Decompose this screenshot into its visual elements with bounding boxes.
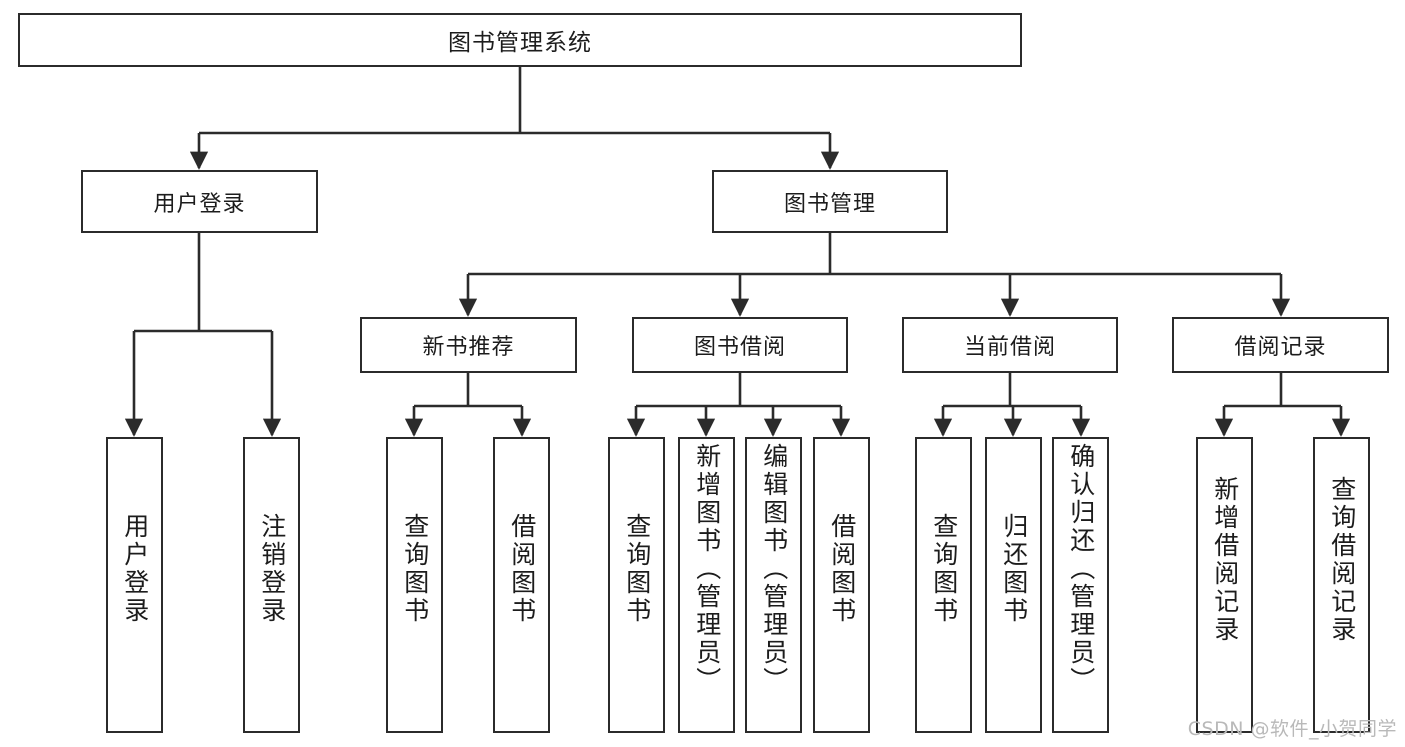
- leaf-borrow-book-new[interactable]: 借阅图书: [493, 437, 550, 733]
- node-user-login[interactable]: 用户登录: [81, 170, 318, 233]
- leaf-user-login[interactable]: 用户登录: [106, 437, 163, 733]
- node-label: 查询借阅记录: [1327, 476, 1356, 644]
- node-book-management[interactable]: 图书管理: [712, 170, 948, 233]
- node-label: 新增借阅记录: [1210, 476, 1239, 644]
- node-label: 查询图书: [622, 513, 651, 625]
- node-book-borrow[interactable]: 图书借阅: [632, 317, 848, 373]
- leaf-edit-book-admin[interactable]: 编辑图书（管理员）: [745, 437, 802, 733]
- node-borrow-record[interactable]: 借阅记录: [1172, 317, 1389, 373]
- node-label: 借阅图书: [507, 513, 536, 625]
- node-label: 用户登录: [120, 513, 149, 625]
- node-new-book-recommend[interactable]: 新书推荐: [360, 317, 577, 373]
- leaf-borrow-book[interactable]: 借阅图书: [813, 437, 870, 733]
- node-label: 确认归还（管理员）: [1066, 443, 1095, 695]
- node-root-system[interactable]: 图书管理系统: [18, 13, 1022, 67]
- leaf-return-book[interactable]: 归还图书: [985, 437, 1042, 733]
- node-label: 新书推荐: [422, 334, 515, 359]
- node-label: 查询图书: [929, 513, 958, 625]
- node-label: 图书管理系统: [448, 29, 592, 55]
- node-label: 借阅图书: [827, 513, 856, 625]
- watermark-text: CSDN @软件_小贺同学: [1187, 718, 1397, 740]
- node-label: 查询图书: [400, 513, 429, 625]
- node-label: 编辑图书（管理员）: [759, 443, 788, 695]
- leaf-logout[interactable]: 注销登录: [243, 437, 300, 733]
- leaf-query-book-borrow[interactable]: 查询图书: [608, 437, 665, 733]
- leaf-query-book-current[interactable]: 查询图书: [915, 437, 972, 733]
- leaf-add-book-admin[interactable]: 新增图书（管理员）: [678, 437, 735, 733]
- leaf-add-borrow-record[interactable]: 新增借阅记录: [1196, 437, 1253, 733]
- node-label: 注销登录: [257, 513, 286, 625]
- node-label: 用户登录: [153, 190, 246, 216]
- node-label: 归还图书: [999, 513, 1028, 625]
- node-label: 新增图书（管理员）: [692, 443, 721, 695]
- node-label: 当前借阅: [963, 334, 1056, 359]
- leaf-query-book-new[interactable]: 查询图书: [386, 437, 443, 733]
- node-label: 图书管理: [783, 190, 876, 216]
- leaf-query-borrow-record[interactable]: 查询借阅记录: [1313, 437, 1370, 733]
- leaf-confirm-return-admin[interactable]: 确认归还（管理员）: [1052, 437, 1109, 733]
- node-label: 借阅记录: [1234, 334, 1327, 359]
- node-current-borrow[interactable]: 当前借阅: [902, 317, 1118, 373]
- node-label: 图书借阅: [693, 334, 786, 359]
